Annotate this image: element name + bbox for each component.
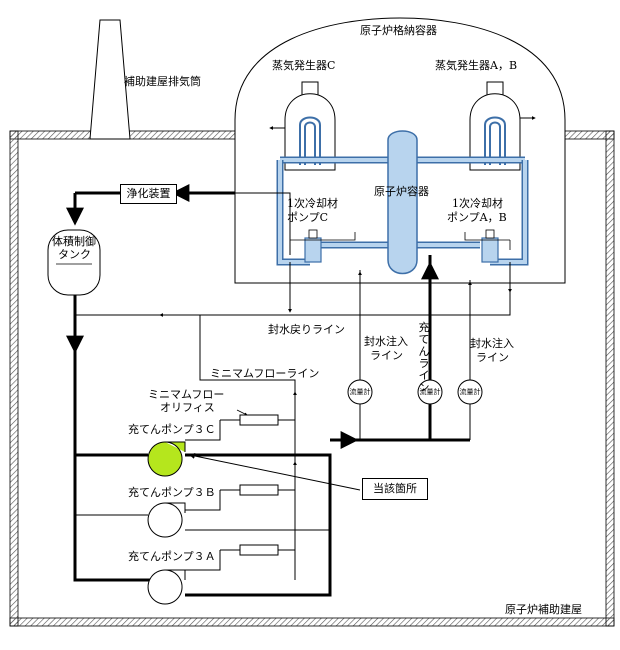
flowmeter-2 xyxy=(417,379,443,405)
primary-coolant-loop xyxy=(276,156,529,266)
purification-unit: 浄化装置 xyxy=(120,184,177,204)
sg-ab-label: 蒸気発生器A，B xyxy=(435,59,518,72)
letdown-line xyxy=(66,184,291,255)
vct-label-2: タンク xyxy=(58,248,91,261)
seal-inject-ab-label-1: 封水注入 xyxy=(470,337,514,350)
aux-building-label: 原子炉補助建屋 xyxy=(505,603,582,616)
sg-c-label: 蒸気発生器C xyxy=(272,59,336,72)
charging-line-label: 充てんライン xyxy=(418,321,430,394)
seal-return-label: 封水戻りライン xyxy=(268,323,345,336)
callout-line xyxy=(188,453,361,491)
charging-pump-3a xyxy=(147,569,186,605)
vct-label-1: 体積制御 xyxy=(52,235,96,248)
pump-3c-label: 充てんポンプ３Ｃ xyxy=(128,423,216,436)
steam-generator-c xyxy=(269,81,336,171)
flowmeter-3 xyxy=(457,379,483,405)
orifice-3a xyxy=(239,544,279,556)
pump-3b-label: 充てんポンプ３Ｂ xyxy=(128,486,216,499)
rcp-c-label-1: 1次冷却材 xyxy=(287,197,338,210)
seal-return-line xyxy=(75,262,512,317)
minimum-flow-label: ミニマムフローライン xyxy=(210,367,320,380)
reactor-vessel xyxy=(387,130,418,275)
flowmeter-1 xyxy=(347,379,373,405)
reactor-vessel-label: 原子炉容器 xyxy=(374,185,429,198)
exhaust-stack xyxy=(89,19,131,140)
charging-pump-3c xyxy=(147,441,186,477)
seal-inject-ab-label-2: ライン xyxy=(476,351,509,364)
flowmeter-1-label: 流量計 xyxy=(349,388,371,396)
orifice-3c xyxy=(239,414,279,426)
rcp-c-label-2: ポンプC xyxy=(287,211,329,224)
minimum-flow-line xyxy=(185,315,297,580)
charging-pump-3b xyxy=(147,502,186,538)
rcp-ab-label-2: ポンプA，B xyxy=(447,211,507,224)
seal-inject-c-label-1: 封水注入 xyxy=(364,335,408,348)
orifice-label-1: ミニマムフロー xyxy=(148,388,225,401)
charging-line xyxy=(66,255,472,597)
stack-label: 補助建屋排気筒 xyxy=(124,75,201,88)
containment-label: 原子炉格納容器 xyxy=(360,24,437,37)
orifice-label-2: オリフィス xyxy=(160,401,215,414)
seal-inject-c-label-2: ライン xyxy=(370,349,403,362)
orifice-3b xyxy=(239,484,279,496)
rcp-ab xyxy=(464,229,511,263)
pump-3a-label: 充てんポンプ３Ａ xyxy=(128,550,216,563)
flowmeter-3-label: 流量計 xyxy=(459,388,481,396)
rcp-ab-label-1: 1次冷却材 xyxy=(452,197,503,210)
steam-generator-ab xyxy=(469,81,536,171)
relevant-location-box: 当該箇所 xyxy=(362,478,428,500)
flowmeter-2-label: 流量計 xyxy=(419,388,441,396)
